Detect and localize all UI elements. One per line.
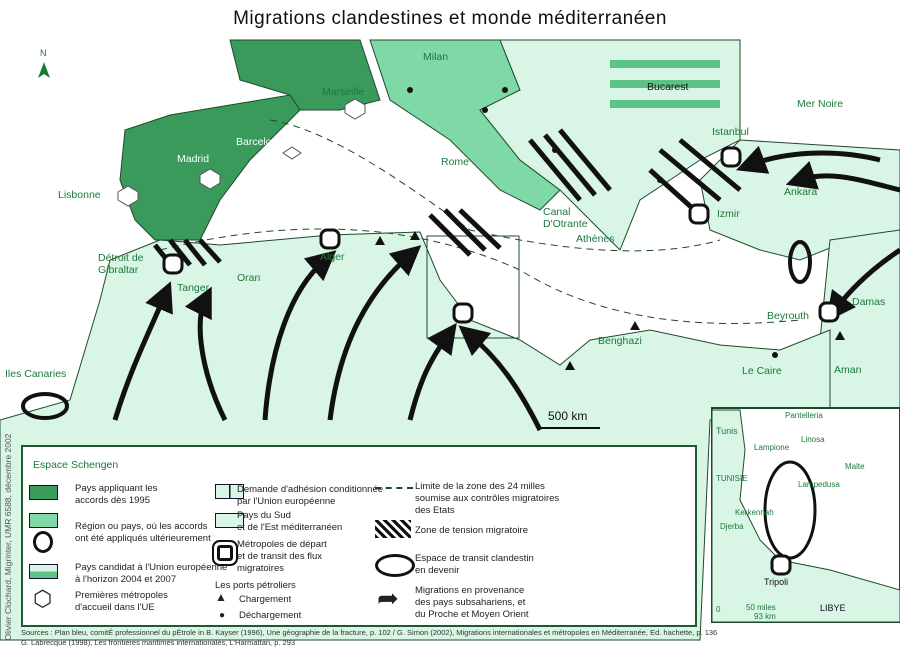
label-ankara: Ankara — [784, 186, 818, 198]
hexagon-icon: ⬡ — [33, 586, 53, 611]
swatch-candidate — [29, 564, 58, 579]
label-beyrouth: Beyrouth — [767, 310, 810, 322]
curved-arrow-icon: ➦ — [377, 583, 399, 613]
circle-icon — [33, 531, 53, 553]
label-mer-noire: Mer Noire — [797, 98, 844, 110]
legend-item: Pays candidat à l'Union européenne à l'h… — [75, 562, 228, 585]
triangle-icon: ▲ — [215, 590, 227, 604]
label-athenes: Athènes — [576, 233, 615, 245]
label-marseille: Marseille — [322, 86, 365, 98]
inset-label-tunis: Tunis — [716, 426, 738, 436]
map-title: Migrations clandestines et monde méditer… — [233, 8, 667, 29]
label-madrid: Madrid — [177, 153, 210, 165]
label-barcelone: Barcelone — [236, 136, 284, 148]
inset-label-kerkennah: Kerkennah — [735, 508, 774, 517]
balkans-land — [479, 39, 741, 251]
legend-item: Déchargement — [239, 610, 302, 621]
label-tanger: Tanger — [177, 282, 210, 294]
inset-scale-miles: 50 miles — [746, 603, 776, 612]
label-istanbul: Istanbul — [712, 126, 749, 138]
sources: Sources : Plan bleu, comitÉ professionne… — [21, 628, 717, 648]
france-land — [229, 39, 381, 111]
migration-arrows — [112, 145, 900, 432]
label-benghazi: Benghazi — [598, 335, 642, 347]
candidate-stripes — [610, 60, 720, 108]
credit: Olivier Clochard, Migrinter, UMR 6588, d… — [3, 433, 13, 641]
legend-item: Demande d'adhésion conditionnée par l'Un… — [237, 484, 384, 507]
label-milan: Milan — [423, 51, 449, 63]
label-gibraltar: Détroit de Gibraltar — [98, 252, 144, 276]
label-aman: Aman — [834, 364, 862, 376]
loading-triangles — [375, 231, 845, 370]
arrival-metropoles-hexagons — [117, 98, 366, 207]
legend-item: Premières métropoles d'accueil dans l'UE — [75, 590, 168, 613]
source-line: G. Labrecque (1998), Les frontières mari… — [21, 638, 296, 647]
dot-icon: ● — [219, 610, 226, 621]
legend-item: Espace de transit clandestin en devenir — [415, 553, 534, 576]
legend-item: Pays appliquant les accords dès 1995 — [75, 483, 158, 506]
inset-label-lampedusa: Lampedusa — [798, 480, 840, 489]
label-canaries: Iles Canaries — [5, 368, 67, 380]
inset-label-djerba: Djerba — [720, 522, 744, 531]
legend-item: Chargement — [239, 594, 292, 605]
dashed-line-icon — [375, 487, 413, 489]
north-arrow-icon — [38, 62, 50, 78]
ellipse-icon — [375, 554, 415, 577]
legend-title: Espace Schengen — [33, 459, 119, 471]
swatch-schengen-1995 — [29, 485, 58, 500]
inset-label-tripoli: Tripoli — [764, 577, 789, 587]
metropole-icon — [214, 542, 236, 564]
legend-item: Métropoles de départ et de transit des f… — [237, 539, 327, 574]
inset-scale-km: 93 km — [754, 612, 776, 621]
label-oran: Oran — [237, 272, 261, 284]
legend-item: Zone de tension migratoire — [415, 525, 529, 536]
inset-label-lampione: Lampione — [754, 443, 790, 452]
swatch-south — [215, 513, 244, 528]
legend-item: Les ports pétroliers — [215, 580, 296, 591]
inset-scale-zero: 0 — [716, 605, 721, 614]
legend-item: Migrations en provenance des pays subsah… — [415, 585, 529, 620]
inset-label-linosa: Linosa — [801, 435, 825, 444]
swatch-schengen-later — [29, 513, 58, 528]
sea-contour — [269, 119, 721, 252]
source-line: Sources : Plan bleu, comitÉ professionne… — [21, 628, 718, 637]
inset-label-libye: LIBYE — [820, 603, 846, 613]
label-damas: Damas — [852, 296, 886, 308]
hatch-icon — [375, 520, 411, 538]
scale-label: 500 km — [548, 409, 588, 423]
iberia-land — [119, 94, 301, 241]
north-label: N — [40, 48, 47, 58]
inset-label-pantelleria: Pantelleria — [785, 411, 823, 420]
swatch-conditional — [215, 484, 244, 499]
legend-item: Pays du Sud et de l'Est méditerranéen — [237, 510, 343, 533]
legend: Espace Schengen Pays appliquant les acco… — [21, 445, 697, 627]
sea-contour — [159, 228, 801, 324]
legend-item: Limite de la zone des 24 milles soumise … — [415, 481, 560, 516]
label-lisbonne: Lisbonne — [58, 189, 101, 201]
inset-label-malte: Malte — [845, 462, 865, 471]
label-izmir: Izmir — [717, 208, 740, 220]
tension-zones — [153, 128, 742, 272]
legend-item: Région ou pays, où les accords ont été a… — [75, 521, 211, 544]
inset-tripoli-metropole — [770, 554, 792, 576]
label-le-caire: Le Caire — [742, 365, 782, 377]
label-rome: Rome — [441, 156, 470, 168]
unloading-dots — [407, 87, 778, 358]
label-alger: Alger — [320, 251, 345, 263]
label-bucarest: Bucarest — [647, 81, 689, 93]
inset-label-tunisie: TUNISIE — [716, 474, 748, 483]
label-otrante: Canal D'Otrante — [543, 206, 588, 230]
